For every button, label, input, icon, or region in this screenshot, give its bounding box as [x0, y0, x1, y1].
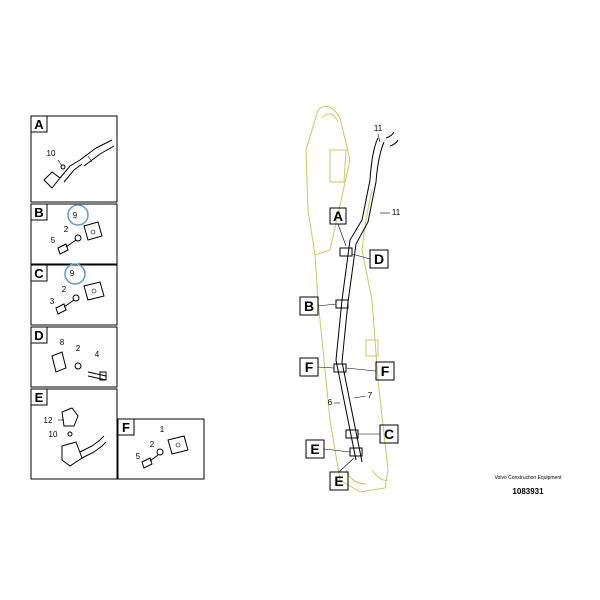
main-part-11-side: 11 [392, 208, 401, 217]
callout-d: D [351, 249, 389, 269]
panel-b: B 9 2 5 [30, 203, 118, 265]
clamp-bolt-icon [51, 351, 107, 381]
svg-text:B: B [304, 298, 314, 314]
doc-number: 1083931 [512, 487, 544, 496]
panel-f: F 1 2 5 [117, 418, 205, 480]
svg-text:F: F [381, 363, 390, 379]
callout-c: C [358, 424, 399, 444]
callout-a: A [329, 207, 347, 247]
brand-text: Volvo Construction Equipment [495, 475, 563, 481]
highlight-circle-icon [64, 263, 86, 285]
panel-d-part-8: 8 [60, 338, 65, 347]
panel-a-part-10: 10 [47, 149, 56, 158]
panel-a: A 10 [30, 115, 118, 203]
callout-e-lower: E [329, 457, 355, 491]
highlight-circle-icon [67, 204, 89, 226]
clamp-bracket-icon [57, 221, 103, 255]
panel-c-part-2: 2 [62, 285, 67, 294]
panel-a-letter: A [34, 117, 44, 132]
panel-e-part-12: 12 [44, 416, 53, 425]
panel-b-letter: B [34, 205, 43, 220]
panel-d: D 8 2 4 [30, 326, 118, 388]
main-part-6: 6 [328, 398, 333, 407]
panel-d-part-2: 2 [76, 344, 81, 353]
svg-text:E: E [310, 441, 319, 457]
panel-d-part-4: 4 [95, 350, 100, 359]
panel-b-part-2: 2 [64, 225, 69, 234]
panel-c: C 9 2 3 [30, 263, 118, 326]
panel-f-part-2: 2 [150, 440, 155, 449]
hose-fitting-icon [43, 139, 115, 189]
callout-b: B [299, 296, 337, 316]
panel-d-letter: D [34, 328, 43, 343]
svg-text:C: C [384, 426, 394, 442]
svg-text:A: A [333, 208, 343, 224]
main-part-7: 7 [368, 391, 373, 400]
panel-f-part-1: 1 [160, 425, 165, 434]
main-part-11-top: 11 [374, 124, 383, 133]
callout-e-upper: E [305, 439, 351, 459]
panel-c-part-3: 3 [50, 297, 55, 306]
callout-f-right: F [345, 361, 395, 381]
clamp-bracket-icon [55, 281, 105, 315]
panel-b-part-5: 5 [51, 236, 56, 245]
panel-b-part-9: 9 [73, 211, 78, 220]
panel-f-letter: F [122, 420, 130, 435]
clamp-bracket-icon [141, 435, 189, 469]
panel-e-part-10: 10 [49, 430, 58, 439]
panel-c-part-9: 9 [70, 269, 75, 278]
hydraulic-hose-lines [333, 131, 399, 463]
panel-f-part-5: 5 [136, 452, 141, 461]
panel-e-letter: E [35, 390, 44, 405]
callout-f-left: F [299, 357, 335, 377]
svg-text:E: E [334, 473, 343, 489]
panel-e: E 12 10 [30, 388, 118, 480]
panel-c-letter: C [34, 266, 44, 281]
svg-text:D: D [374, 251, 384, 267]
clamp-icon [339, 247, 353, 257]
svg-text:F: F [305, 359, 314, 375]
elbow-fitting-icon [58, 407, 107, 467]
